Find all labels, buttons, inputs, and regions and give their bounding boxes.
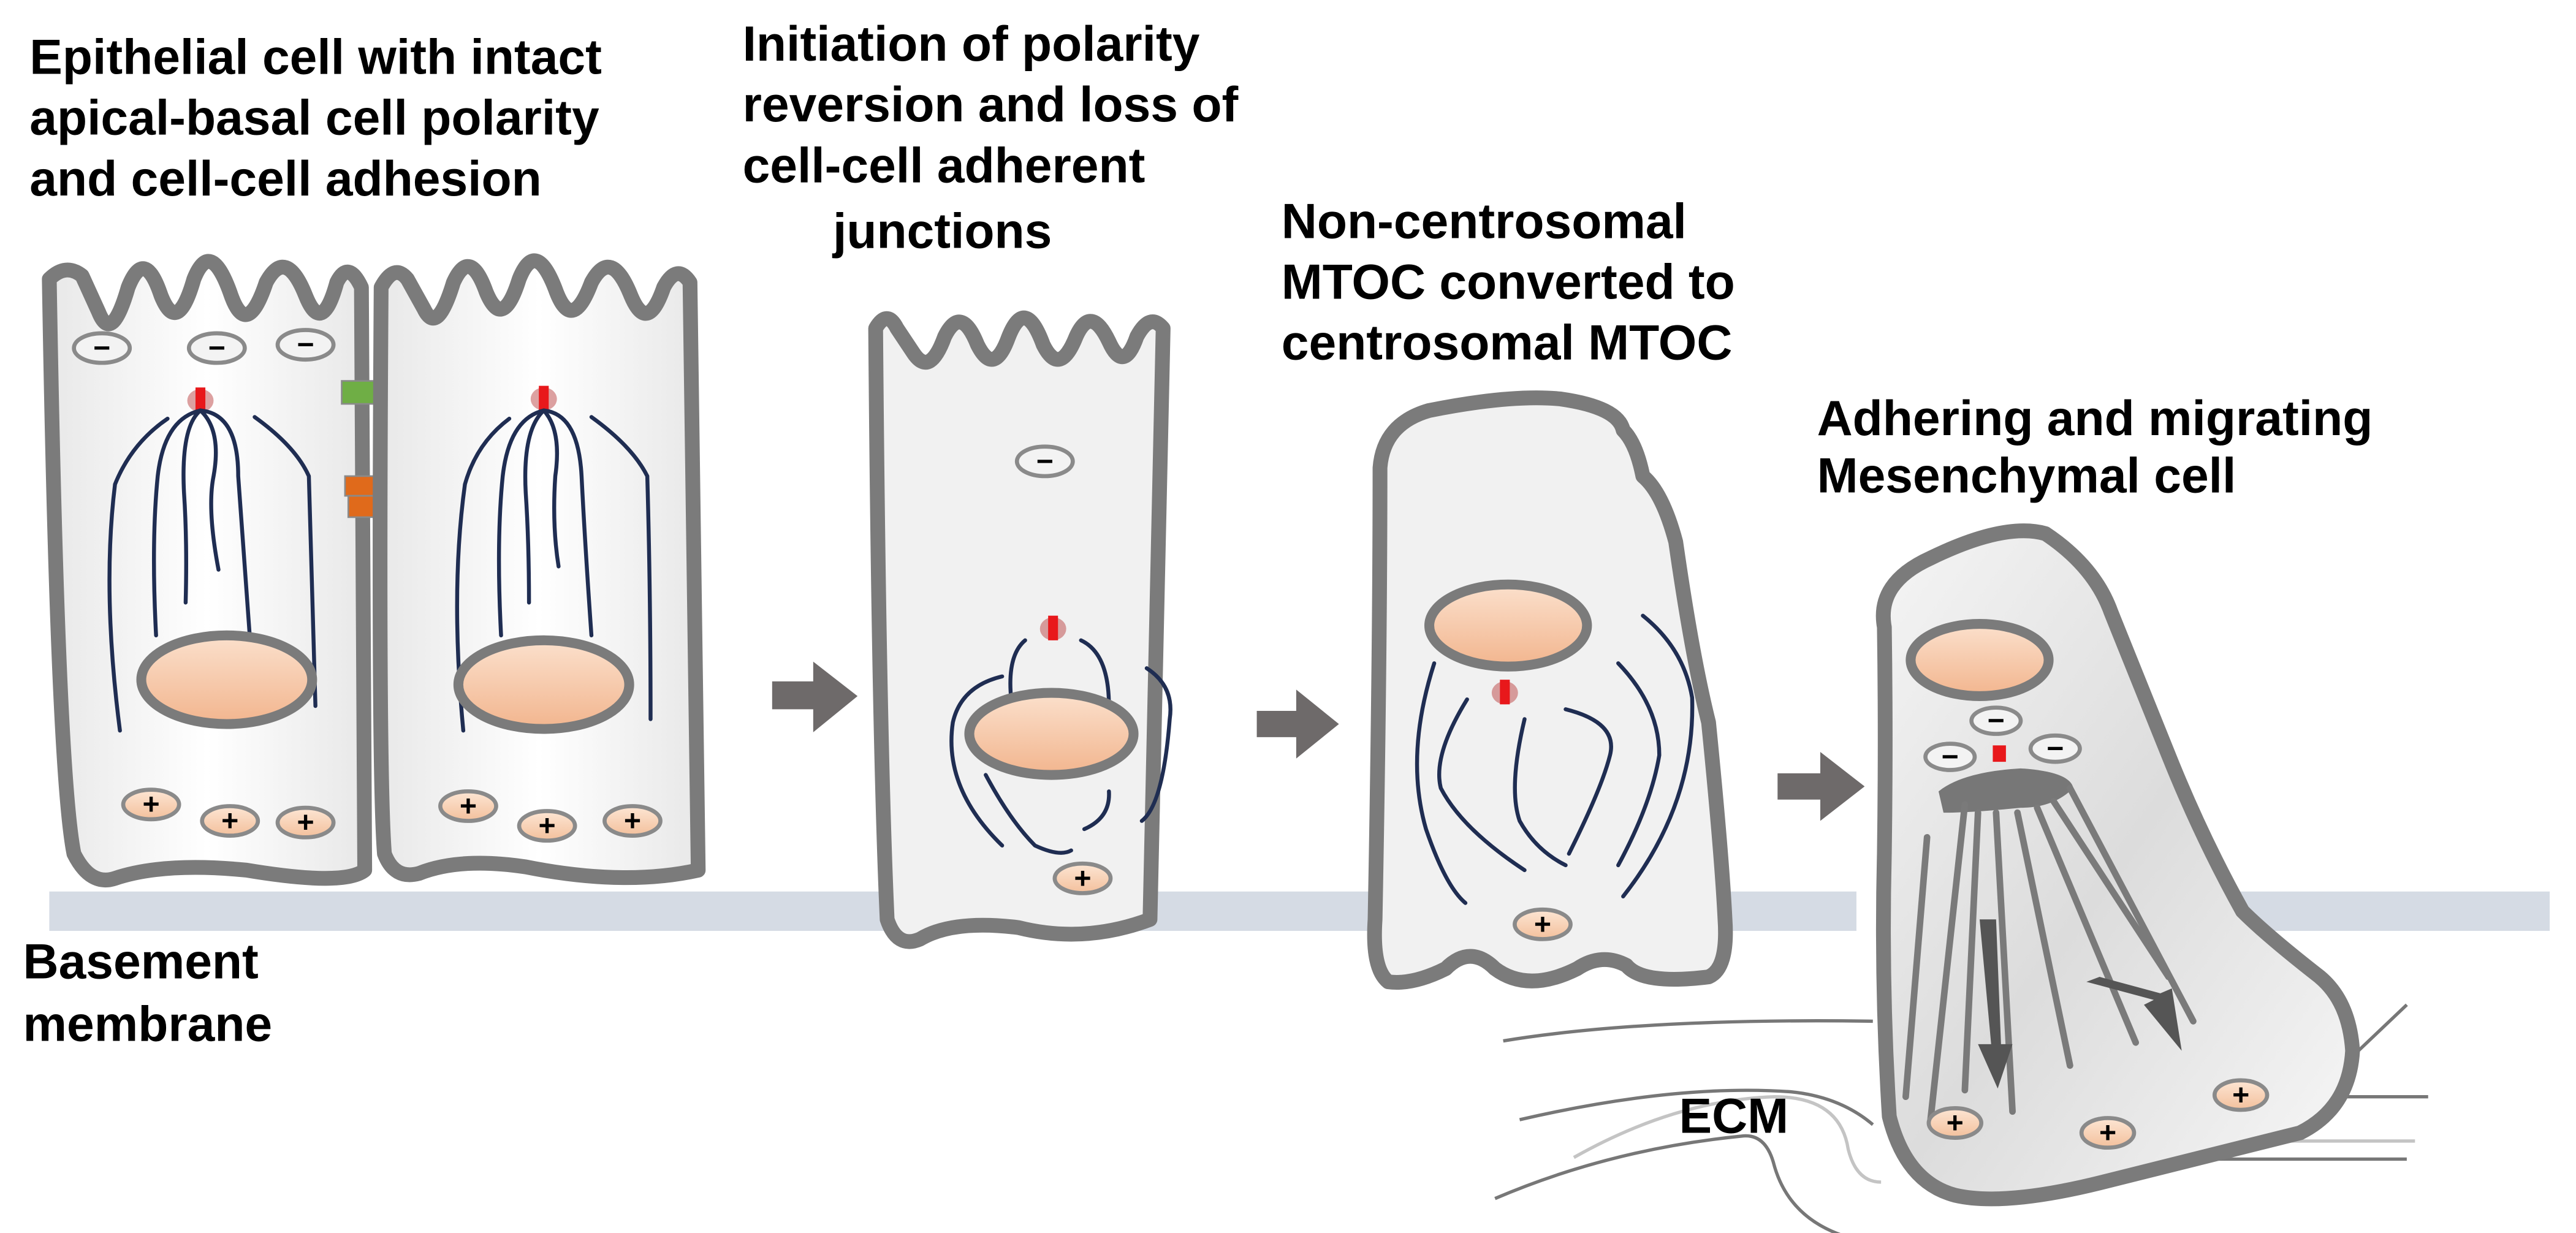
stage-mesenchymal: Adhering and migrating Mesenchymal cell …: [1494, 391, 2428, 1233]
svg-text:+: +: [624, 805, 641, 838]
stage-label-mtoc: Non-centrosomal MTOC converted to centro…: [1282, 194, 1749, 370]
mtoc-cluster: [1938, 768, 2073, 813]
stage-mtoc: Non-centrosomal MTOC converted to centro…: [1282, 194, 1749, 990]
stage-label-mesenchymal: Adhering and migrating Mesenchymal cell: [1817, 391, 2387, 504]
stage-epithelial: Epithelial cell with intact apical-basal…: [23, 30, 706, 1052]
svg-text:+: +: [2099, 1117, 2116, 1150]
svg-text:+: +: [2232, 1079, 2249, 1112]
svg-text:−: −: [93, 332, 110, 365]
centrosome: [1993, 745, 2006, 762]
migration-arrows: [1978, 919, 2182, 1089]
svg-text:+: +: [460, 789, 477, 822]
svg-text:−: −: [1036, 445, 1054, 478]
svg-text:+: +: [1534, 908, 1551, 941]
stage-label-initiation: Initiation of polarity reversion and los…: [743, 17, 1252, 259]
stage-label-epithelial: Epithelial cell with intact apical-basal…: [29, 30, 615, 207]
svg-text:−: −: [2046, 732, 2064, 765]
epithelial-cell-right: + + +: [373, 253, 706, 886]
ecm-label: ECM: [1679, 1089, 1788, 1144]
svg-text:−: −: [1988, 704, 2005, 737]
microtubules: [1415, 613, 1695, 905]
svg-text:+: +: [221, 805, 238, 838]
microtubules: [455, 408, 653, 733]
down-arrow-icon: [2086, 977, 2182, 1051]
microtubules: [107, 408, 317, 733]
microtubules: [949, 638, 1172, 855]
transition-arrow-icon: [1777, 752, 1865, 821]
svg-text:+: +: [143, 788, 160, 821]
stage-initiation: Initiation of polarity reversion and los…: [743, 17, 1252, 949]
svg-text:+: +: [1074, 862, 1091, 895]
transition-arrow-icon: [1256, 689, 1339, 759]
centrosome: [1039, 615, 1066, 640]
basement-membrane-label: Basement membrane: [23, 935, 273, 1052]
epithelial-cell-left: − − − + + +: [42, 254, 373, 888]
svg-text:−: −: [208, 332, 226, 365]
svg-text:+: +: [297, 806, 314, 839]
microtubules: [1902, 784, 2197, 1125]
transition-arrow-icon: [772, 661, 858, 732]
centrosome: [530, 385, 557, 411]
svg-text:+: +: [539, 810, 556, 843]
ecm-fibres: [1494, 1003, 2428, 1233]
svg-text:+: +: [1947, 1107, 1964, 1140]
down-arrow-icon: [1978, 919, 2013, 1089]
svg-text:−: −: [1942, 740, 1959, 773]
centrosome: [1491, 680, 1518, 705]
svg-text:−: −: [297, 328, 314, 362]
centrosome: [187, 387, 214, 412]
